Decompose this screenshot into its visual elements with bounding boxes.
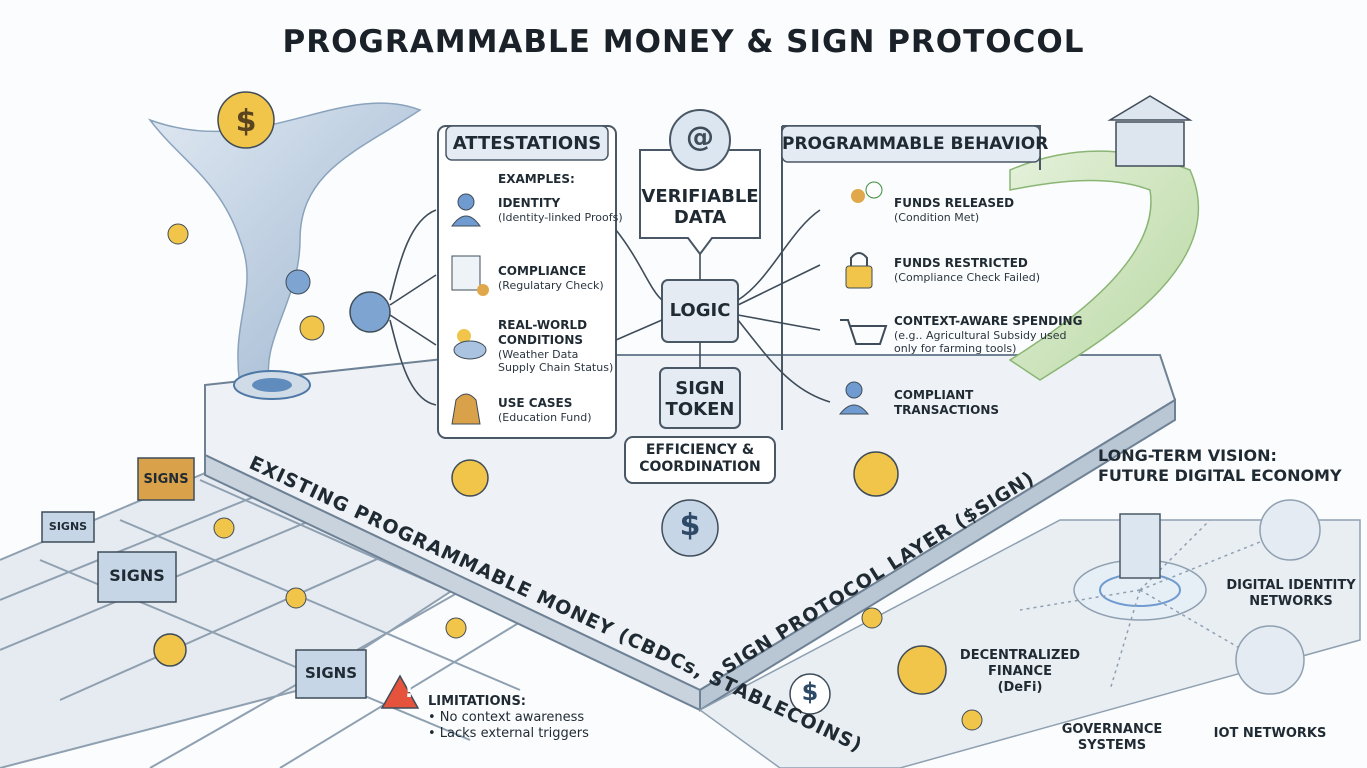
attestations-header: ATTESTATIONS bbox=[452, 133, 602, 154]
lock-icon bbox=[845, 252, 873, 289]
behavior-header-bg bbox=[781, 125, 1041, 163]
efficiency-label: EFFICIENCY & COORDINATION bbox=[625, 442, 775, 476]
limitations-note: LIMITATIONS: • No context awareness • La… bbox=[428, 694, 589, 742]
defi-line-3: (DeFi) bbox=[997, 680, 1043, 695]
diagram-title: PROGRAMMABLE MONEY & SIGN PROTOCOL bbox=[282, 24, 1085, 60]
attestation-usecases-title: USE CASES bbox=[498, 396, 573, 410]
weather-icon bbox=[453, 329, 487, 360]
efficiency-box bbox=[624, 436, 776, 484]
at-symbol-icon: @ bbox=[686, 120, 714, 153]
warning-mark: ! bbox=[404, 678, 414, 702]
warning-icon bbox=[380, 674, 420, 709]
attestation-conditions-title-2: CONDITIONS bbox=[498, 333, 584, 347]
sign-token-label: SIGN TOKEN bbox=[660, 378, 740, 420]
person-check-icon bbox=[838, 381, 870, 415]
person-icon bbox=[451, 193, 481, 227]
checklist-icon bbox=[451, 255, 489, 296]
governance-line-2: SYSTEMS bbox=[1077, 738, 1147, 753]
attestation-conditions-desc-1: (Weather Data bbox=[498, 348, 579, 361]
signs-sign-3: SIGNS bbox=[109, 566, 165, 585]
coins bbox=[153, 91, 983, 731]
cart-icon bbox=[840, 319, 888, 345]
attestation-conditions-desc-2: Supply Chain Status) bbox=[498, 361, 614, 374]
digital-identity-line-1: DIGITAL IDENTITY bbox=[1226, 578, 1356, 593]
defi-line-2: FINANCE bbox=[988, 664, 1052, 679]
behavior-compliant: COMPLIANT TRANSACTIONS bbox=[894, 388, 999, 418]
examples-label: EXAMPLES: bbox=[498, 172, 575, 186]
sign-posts bbox=[41, 457, 367, 699]
limitations-item-1: • No context awareness bbox=[428, 710, 585, 725]
attestation-conditions-title-1: REAL-WORLD bbox=[498, 318, 588, 332]
defi-line-1: DECENTRALIZED bbox=[959, 648, 1081, 663]
governance-label: GOVERNANCE SYSTEMS bbox=[1052, 722, 1172, 754]
sign-token-line-2: TOKEN bbox=[665, 399, 735, 420]
attestation-compliance-title: COMPLIANCE bbox=[498, 264, 587, 278]
limitations-title: LIMITATIONS: bbox=[428, 694, 527, 709]
attestation-usecases-desc: (Education Fund) bbox=[498, 411, 592, 424]
attestations-header-bg bbox=[445, 125, 609, 161]
iot-label: IOT NETWORKS bbox=[1213, 726, 1327, 741]
behavior-released-title: FUNDS RELEASED bbox=[894, 196, 1015, 210]
vision-line-1: LONG-TERM VISION: bbox=[1098, 446, 1277, 465]
behavior-context-desc-2: only for farming tools) bbox=[894, 342, 1017, 355]
logic-label: LOGIC bbox=[669, 300, 731, 321]
money-swirl bbox=[147, 102, 422, 400]
sign-token-line-1: SIGN bbox=[675, 378, 725, 399]
signs-sign-1: SIGNS bbox=[143, 472, 189, 487]
attestation-identity-title: IDENTITY bbox=[498, 196, 561, 210]
flow-arrows bbox=[389, 209, 831, 406]
verifiable-bubble bbox=[639, 149, 761, 256]
digital-identity-line-2: NETWORKS bbox=[1249, 594, 1333, 609]
attestation-compliance-desc: (Regulatary Check) bbox=[498, 279, 604, 292]
behavior-released: FUNDS RELEASED (Condition Met) bbox=[894, 196, 1014, 224]
attestation-compliance: COMPLIANCE (Regulatary Check) bbox=[498, 264, 604, 292]
limitations-item-2: • Lacks external triggers bbox=[428, 726, 589, 741]
behavior-restricted: FUNDS RESTRICTED (Compliance Check Faile… bbox=[894, 256, 1040, 284]
behavior-context-desc-1: (e.g.. Agricultural Subsidy used bbox=[894, 329, 1067, 342]
dollar-road-icon: $ bbox=[801, 678, 819, 706]
behavior-context: CONTEXT-AWARE SPENDING (e.g.. Agricultur… bbox=[894, 314, 1082, 355]
at-gear bbox=[669, 109, 731, 171]
efficiency-line-1: EFFICIENCY & bbox=[645, 442, 755, 458]
defi-label: DECENTRALIZED FINANCE (DeFi) bbox=[950, 648, 1090, 696]
vision-label: LONG-TERM VISION: FUTURE DIGITAL ECONOMY bbox=[1098, 446, 1342, 486]
behavior-restricted-desc: (Compliance Check Failed) bbox=[894, 271, 1041, 284]
efficiency-line-2: COORDINATION bbox=[639, 459, 761, 475]
attestation-conditions: REAL-WORLD CONDITIONS (Weather Data Supp… bbox=[498, 318, 613, 374]
behavior-context-title: CONTEXT-AWARE SPENDING bbox=[894, 314, 1083, 328]
behavior-compliant-title-2: TRANSACTIONS bbox=[894, 403, 1000, 417]
digital-identity-label: DIGITAL IDENTITY NETWORKS bbox=[1226, 578, 1356, 610]
signs-sign-2: SIGNS bbox=[48, 520, 88, 533]
dollar-gear-icon: $ bbox=[679, 508, 701, 543]
attestation-identity: IDENTITY (Identity-linked Proofs) bbox=[498, 196, 623, 224]
attestation-usecases: USE CASES (Education Fund) bbox=[498, 396, 592, 424]
economy-hub bbox=[1019, 499, 1321, 695]
bank-icon bbox=[1107, 95, 1193, 167]
verifiable-data-line-1: VERIFIABLE bbox=[641, 186, 759, 207]
behavior-released-desc: (Condition Met) bbox=[894, 211, 980, 224]
attestation-identity-desc: (Identity-linked Proofs) bbox=[498, 211, 623, 224]
money-bag-icon bbox=[451, 393, 481, 425]
signs-sign-4: SIGNS bbox=[304, 664, 358, 682]
behavior-compliant-title-1: COMPLIANT bbox=[894, 388, 974, 402]
verifiable-data-label: VERIFIABLE DATA bbox=[640, 186, 760, 228]
behavior-restricted-title: FUNDS RESTRICTED bbox=[894, 256, 1028, 270]
hand-check-icon bbox=[851, 181, 883, 203]
dollar-coin-icon: $ bbox=[235, 104, 257, 139]
vision-line-2: FUTURE DIGITAL ECONOMY bbox=[1098, 466, 1342, 485]
verifiable-data-line-2: DATA bbox=[673, 207, 727, 228]
governance-line-1: GOVERNANCE bbox=[1061, 722, 1163, 737]
behavior-header: PROGRAMMABLE BEHAVIOR bbox=[782, 134, 1049, 154]
